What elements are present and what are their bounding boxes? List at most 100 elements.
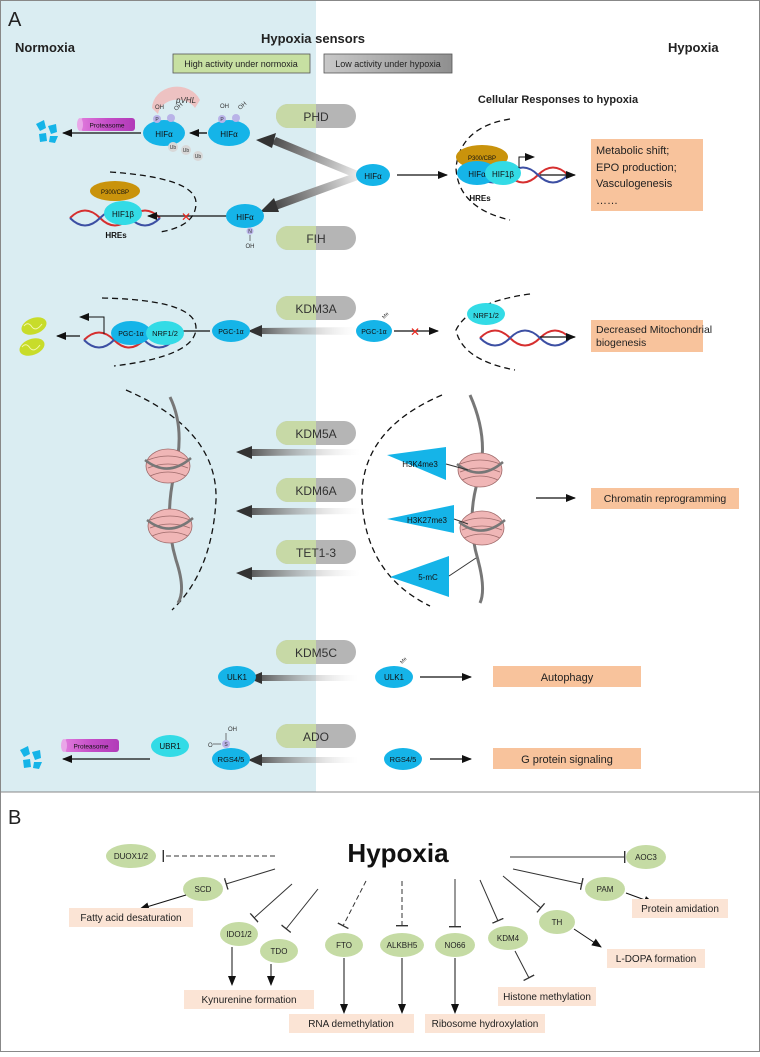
outcome-rna: RNA demethylation	[308, 1019, 394, 1030]
n-label: N	[248, 229, 252, 235]
sensor-label: ADO	[303, 730, 329, 744]
enzyme-scd: SCD	[183, 877, 223, 901]
sensor-label: PHD	[303, 110, 329, 124]
kdm3a-wedge-head	[248, 325, 262, 337]
nucleus-membrane	[455, 293, 531, 371]
response-gprotein-box	[493, 748, 641, 769]
oh-mark: OH	[246, 244, 255, 250]
mitochondria-icon	[19, 317, 47, 356]
enzyme-alkbh5: ALKBH5	[380, 933, 424, 957]
oh-mark: OH	[228, 727, 237, 733]
enzyme-fto: FTO	[325, 933, 363, 957]
block-x-icon: ✕	[410, 325, 420, 339]
outcome-fatty: Fatty acid desaturation	[80, 913, 181, 924]
sensor-tet: TET1-3	[276, 540, 356, 564]
ulk1-label: ULK1	[384, 673, 405, 682]
responses-title: Cellular Responses to hypoxia	[478, 94, 639, 106]
pvhl-complex: pVHL HIFα P OH OH Ub Ub Ub	[143, 86, 203, 161]
response-line: Vasculogenesis	[596, 178, 673, 190]
pgc1a-label: PGC-1α	[218, 329, 243, 336]
enzyme-pam: PAM	[585, 877, 625, 901]
outcome-amid-box	[632, 899, 728, 918]
enzyme-label: TH	[552, 918, 563, 927]
kdm6a-wedge	[250, 508, 360, 515]
response-line: biogenesis	[596, 337, 646, 349]
kdm5a-wedge-head	[236, 446, 252, 459]
response-chromatin-box	[591, 488, 739, 509]
pvhl-label: pVHL	[175, 96, 196, 105]
dna-helix	[479, 329, 571, 347]
proteasome-top: Proteasome	[77, 118, 135, 131]
hif1b-label: HIF1β	[492, 170, 514, 179]
hif-alpha-label: HIFα	[364, 172, 382, 181]
p300-label: P300/CBP	[468, 156, 496, 162]
enzyme-label: NO66	[445, 941, 466, 950]
pgc1a-bound	[111, 321, 151, 345]
sensor-kdm5c: KDM5C	[276, 640, 356, 664]
enzyme-label: TDO	[271, 947, 288, 956]
outcome-rna-box	[289, 1014, 414, 1033]
oh-mark: OH	[220, 104, 229, 110]
nucleosome-icon	[456, 452, 504, 488]
kdm4-histone-inhibit	[514, 950, 535, 982]
rgs-hypoxia	[384, 748, 422, 770]
rgs-normoxia	[212, 748, 250, 770]
me-mark: Me	[399, 656, 408, 665]
ub-mark: Ub	[195, 154, 202, 160]
legend-high: High activity under normoxia	[184, 59, 298, 69]
sensor-fih: FIH	[276, 226, 356, 250]
hypoxia-center-label: Hypoxia	[347, 838, 449, 868]
outcome-amid: Protein amidation	[641, 904, 719, 915]
enzyme-th: TH	[539, 910, 575, 934]
kdm3a-wedge	[258, 327, 358, 335]
nrf-label: NRF1/2	[473, 311, 499, 320]
inhibition-lines	[162, 850, 626, 934]
ubr1-label: UBR1	[159, 742, 181, 751]
tet-wedge	[250, 570, 360, 577]
ulk1-hypoxia	[375, 666, 413, 688]
sensor-label: KDM6A	[295, 484, 336, 498]
outcome-kyn-box	[184, 990, 314, 1009]
hif-alpha-center	[356, 164, 390, 186]
hif-hydroxylated: HIFα P OH OH	[208, 101, 250, 146]
ado-wedge-head	[248, 754, 262, 766]
chromatin-fiber	[468, 394, 485, 604]
hif-alpha-label: HIFα	[468, 170, 486, 179]
proteasome-label: Proteasome	[73, 744, 108, 751]
outcome-histone: Histone methylation	[503, 992, 591, 1003]
nrf-bound	[146, 321, 184, 345]
sensors-title: Hypoxia sensors	[261, 31, 365, 46]
sensor-label: TET1-3	[296, 546, 336, 560]
hres-label: HREs	[105, 231, 127, 240]
sensor-label: KDM5A	[295, 427, 336, 441]
sensor-kdm5a: KDM5A	[276, 421, 356, 445]
response-line: ……	[596, 195, 618, 207]
nucleosome-icon	[146, 508, 194, 544]
oh-mark: OH	[155, 105, 164, 111]
h3k27me3-mark: H3K27me3	[387, 505, 469, 533]
hif-alpha-label: HIFα	[236, 213, 254, 222]
nrf-free	[467, 303, 505, 325]
block-x-icon: ✕	[181, 210, 191, 224]
hif1b	[104, 201, 142, 225]
hif1b	[485, 161, 521, 185]
transcription-arrow	[518, 153, 535, 168]
hres-label: HREs	[469, 194, 491, 203]
response-mito-box	[591, 320, 703, 352]
h3k4-label: H3K4me3	[402, 460, 438, 469]
outcome-arrows	[139, 892, 654, 1014]
degraded-fragments-icon	[36, 120, 58, 143]
n-mark	[246, 227, 254, 235]
hif1b-label: HIF1β	[112, 210, 134, 219]
h3k27-label: H3K27me3	[407, 516, 448, 525]
enzyme-label: FTO	[336, 941, 352, 950]
ub-mark: Ub	[183, 148, 190, 154]
outcome-ldopa-box	[607, 949, 705, 968]
fih-wedge-head	[260, 198, 279, 212]
oh-mark: OH	[237, 101, 248, 111]
hif-alpha-label: HIFα	[220, 130, 238, 139]
proteasome-bottom: Proteasome	[61, 739, 119, 752]
sensor-kdm3a: KDM3A	[276, 296, 356, 320]
s-mark	[222, 740, 230, 748]
pgc1a-label: PGC-1α	[361, 329, 386, 336]
